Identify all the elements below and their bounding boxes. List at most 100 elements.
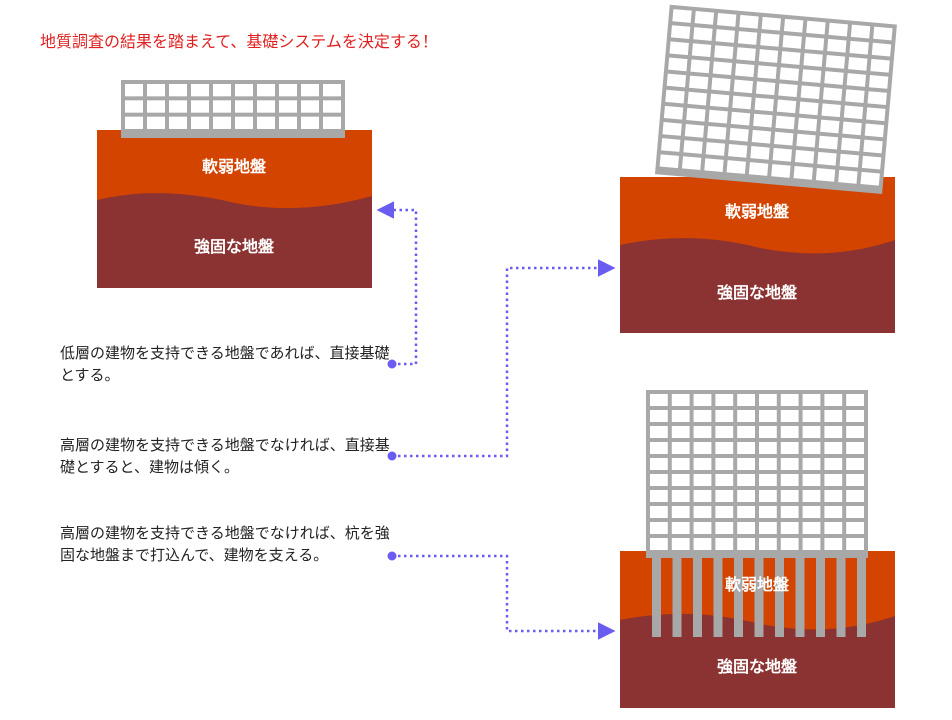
- low-rise-building: [121, 80, 345, 138]
- building-window: [802, 442, 821, 454]
- building-window: [737, 394, 755, 406]
- building-window: [802, 538, 821, 550]
- building-window: [715, 442, 734, 454]
- building-window: [780, 426, 799, 438]
- building-window: [683, 140, 703, 154]
- building-window: [693, 506, 712, 518]
- building-window: [776, 99, 797, 114]
- building-window: [705, 142, 726, 156]
- building-window: [780, 458, 799, 470]
- building-window: [235, 116, 253, 129]
- building-window: [737, 31, 758, 45]
- building-window: [846, 73, 867, 87]
- building-window: [681, 156, 702, 171]
- building-window: [715, 394, 734, 406]
- building-window: [802, 458, 821, 470]
- building-window: [169, 84, 187, 97]
- soft-ground-label: 軟弱地盤: [202, 157, 267, 176]
- building-window: [838, 169, 858, 184]
- pile-foundation: [652, 556, 866, 637]
- foundation-pile: [713, 556, 723, 637]
- foundation-pile: [734, 556, 743, 637]
- building-window: [301, 100, 319, 113]
- building-window: [693, 426, 712, 438]
- building-window: [780, 490, 799, 502]
- building-window: [726, 160, 746, 174]
- building-window: [759, 538, 777, 550]
- building-window: [191, 84, 209, 97]
- building-window: [693, 410, 712, 422]
- foundation-pile: [795, 556, 805, 637]
- building-window: [780, 538, 799, 550]
- foundation-pile: [836, 556, 846, 637]
- building-window: [650, 538, 668, 550]
- building-window: [754, 97, 774, 112]
- building-window: [650, 394, 668, 406]
- building-window: [873, 26, 893, 41]
- building-window: [803, 53, 823, 67]
- building-window: [323, 116, 341, 129]
- connector-dot-2: [387, 451, 397, 461]
- building-window: [868, 75, 889, 89]
- building-window: [824, 426, 843, 438]
- building-window: [235, 84, 253, 97]
- building-window: [824, 538, 843, 550]
- building-window: [650, 442, 668, 454]
- building-window: [650, 458, 668, 470]
- building-window: [751, 129, 772, 144]
- building-window: [750, 145, 770, 160]
- panel-high-rise-piles: 軟弱地盤 強固な地盤: [620, 390, 895, 708]
- building-window: [824, 506, 843, 518]
- building-window: [716, 12, 737, 27]
- building-window: [801, 69, 822, 83]
- building-window: [693, 490, 712, 502]
- building-window: [323, 84, 341, 97]
- building-window: [650, 474, 668, 486]
- building-window: [693, 474, 712, 486]
- hard-ground-layer: [620, 613, 895, 708]
- building-window: [671, 458, 690, 470]
- building-window: [715, 410, 734, 422]
- building-window: [846, 426, 864, 438]
- building-window: [846, 522, 864, 534]
- building-window: [864, 123, 885, 138]
- building-window: [815, 167, 836, 182]
- building-window: [780, 442, 799, 454]
- building-window: [169, 100, 187, 113]
- building-window: [802, 474, 821, 486]
- building-window: [715, 538, 734, 550]
- building-window: [871, 42, 892, 57]
- building-window: [712, 61, 733, 76]
- building-window: [827, 38, 847, 53]
- building-window: [825, 55, 846, 69]
- building-window: [736, 47, 756, 61]
- building-window: [820, 119, 840, 134]
- building-window: [781, 51, 801, 65]
- foundation-pile: [816, 556, 825, 637]
- building-window: [715, 29, 735, 43]
- building-window: [821, 103, 841, 118]
- building-window: [802, 426, 821, 438]
- building-window: [732, 95, 752, 110]
- building-window: [671, 410, 690, 422]
- connector-arrow-3: [392, 554, 616, 640]
- building-window: [704, 158, 724, 172]
- foundation-pile: [672, 556, 682, 637]
- building-window: [715, 426, 734, 438]
- building-window: [650, 410, 668, 422]
- building-window: [669, 41, 689, 56]
- building-window: [689, 75, 709, 90]
- building-window: [213, 116, 231, 129]
- building-window: [759, 426, 777, 438]
- building-window: [759, 410, 777, 422]
- building-window: [849, 40, 869, 55]
- building-window: [824, 522, 843, 534]
- connector-dot-1: [387, 359, 397, 369]
- building-window: [737, 506, 755, 518]
- hard-ground-layer: [620, 238, 895, 333]
- building-window: [761, 16, 781, 31]
- building-window: [780, 410, 799, 422]
- building-window: [846, 538, 864, 550]
- building-window: [279, 116, 297, 129]
